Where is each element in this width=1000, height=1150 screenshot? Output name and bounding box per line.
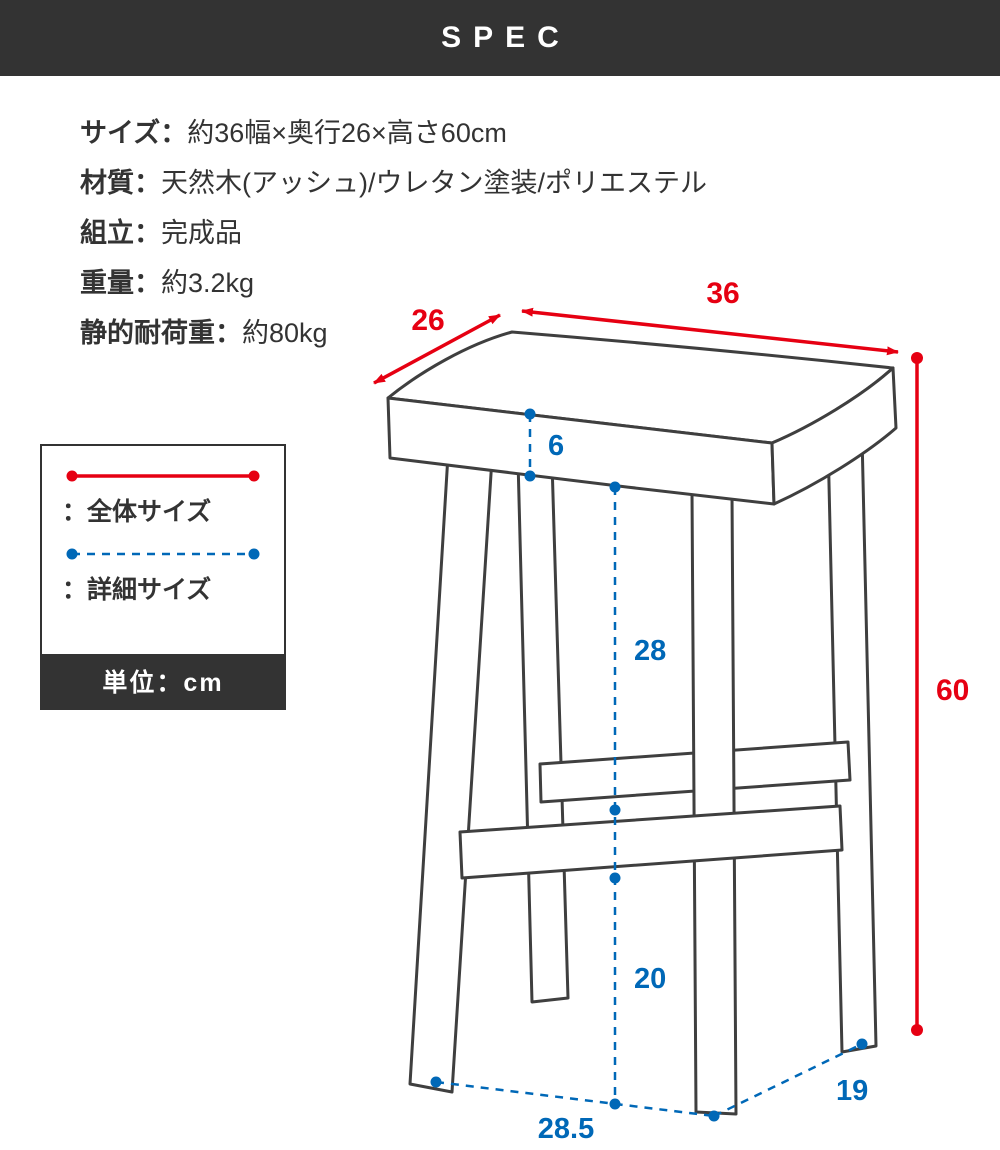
- dim-seat-thickness-value: 6: [548, 430, 564, 462]
- legend-content: ：全体サイズ ：詳細サイズ: [42, 446, 284, 622]
- spec-label: 重量：: [80, 268, 161, 298]
- unit-badge: 単位：cm: [42, 654, 284, 708]
- spec-value: 約80kg: [242, 318, 328, 348]
- dim-base-depth-line: [713, 1042, 863, 1118]
- dim-base-width-line: [435, 1080, 715, 1118]
- spec-row-assembly: 組立：完成品: [80, 208, 707, 258]
- dim-base-width: 28.5: [430, 1076, 720, 1145]
- dim-height-value: 60: [936, 674, 969, 707]
- spec-row-load: 静的耐荷重：約80kg: [80, 308, 707, 358]
- dim-width-line: [521, 307, 899, 356]
- dim-width-value: 36: [706, 277, 739, 310]
- spec-label: 組立：: [80, 218, 161, 248]
- dim-rail-to-floor-value: 20: [634, 963, 666, 995]
- stool-seat-side: [770, 366, 898, 506]
- stool-drawing: [386, 330, 898, 1116]
- spec-value: 天然木(アッシュ)/ウレタン塗装/ポリエステル: [161, 168, 707, 198]
- spec-label: サイズ：: [80, 118, 188, 148]
- dim-height-overall: 60: [911, 352, 969, 1036]
- spec-value: 完成品: [161, 218, 242, 248]
- spec-label: 静的耐荷重：: [80, 318, 242, 348]
- stool-front-left-leg: [408, 453, 494, 1094]
- page-title: SPEC: [441, 21, 571, 54]
- stool-front-rail: [458, 804, 844, 880]
- detail-size-line-icon: [66, 548, 260, 560]
- spec-row-size: サイズ：約36幅×奥行26×高さ60cm: [80, 108, 707, 158]
- dim-depth-overall: 26: [373, 304, 501, 385]
- dim-seat-thickness: 6: [524, 408, 564, 482]
- legend-box: ：全体サイズ ：詳細サイズ 単位：cm: [40, 444, 286, 710]
- stool-rear-left-leg: [516, 458, 570, 1004]
- dim-base-depth-value: 19: [836, 1075, 868, 1107]
- spec-value: 約3.2kg: [161, 268, 255, 298]
- overall-size-label: ：全体サイズ: [62, 498, 212, 526]
- overall-size-line-icon: [66, 470, 260, 482]
- spec-value: 約36幅×奥行26×高さ60cm: [187, 118, 507, 148]
- dim-width-overall: 36: [521, 277, 899, 356]
- dim-base-depth: 19: [713, 1038, 868, 1118]
- dim-seat-to-rail-value: 28: [634, 635, 666, 667]
- stool-front-right-leg: [690, 490, 738, 1116]
- detail-size-label: ：詳細サイズ: [62, 576, 212, 604]
- spec-list: サイズ：約36幅×奥行26×高さ60cm 材質：天然木(アッシュ)/ウレタン塗装…: [80, 108, 707, 358]
- spec-row-material: 材質：天然木(アッシュ)/ウレタン塗装/ポリエステル: [80, 158, 707, 208]
- dim-base-width-value: 28.5: [538, 1113, 594, 1145]
- dim-center-vertical: 28 20: [609, 481, 666, 1110]
- spec-header: SPEC: [0, 0, 1000, 76]
- spec-row-weight: 重量：約3.2kg: [80, 258, 707, 308]
- spec-label: 材質：: [80, 168, 161, 198]
- dim-depth-line: [373, 313, 501, 385]
- dim-depth-value: 26: [411, 304, 444, 337]
